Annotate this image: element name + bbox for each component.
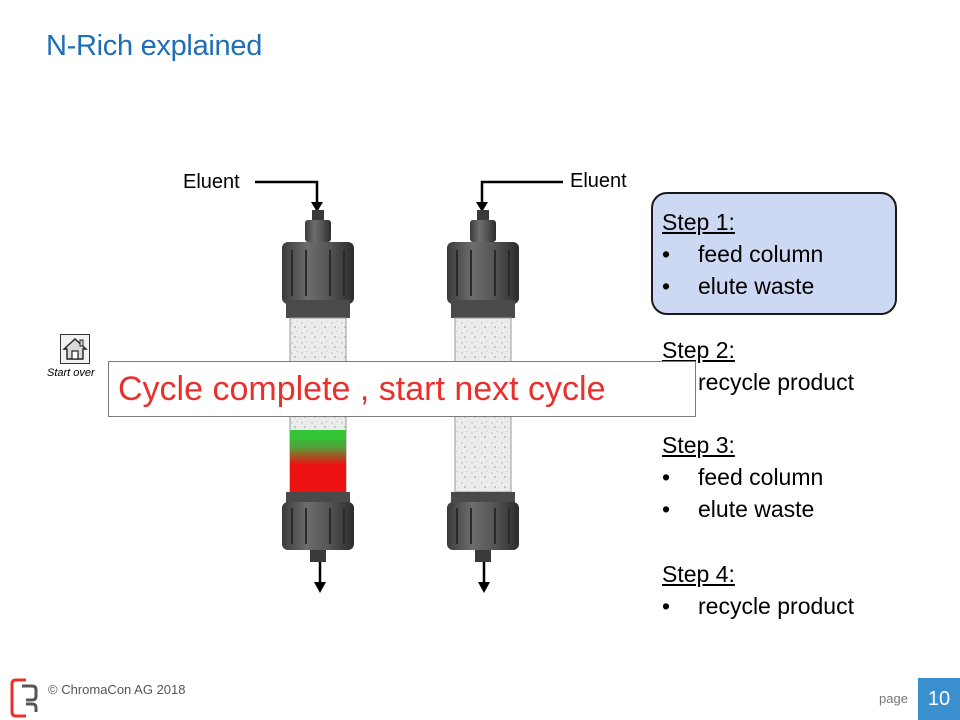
step-1: Step 1: •feed column •elute waste: [662, 206, 823, 302]
step-4: Step 4: •recycle product: [662, 558, 854, 622]
eluent-label-right: Eluent: [570, 170, 627, 192]
page-title: N-Rich explained: [46, 30, 263, 62]
step-2-text: recycle product: [698, 369, 854, 395]
eluent-label-left: Eluent: [183, 171, 240, 193]
eluent-arrow-left: [255, 180, 323, 212]
step-1-bullet-1: •feed column: [662, 241, 824, 267]
step-2-title: Step 2:: [662, 337, 735, 363]
page-number-badge: 10: [918, 678, 960, 720]
step-3: Step 3: •feed column •elute waste: [662, 429, 823, 525]
step-1-title: Step 1:: [662, 209, 735, 235]
home-icon: [60, 334, 90, 364]
step-3-bullet-2: •elute waste: [662, 496, 815, 522]
step-3-title: Step 3:: [662, 432, 735, 458]
step-3-bullet-1: •feed column: [662, 464, 824, 490]
start-over-label[interactable]: Start over: [47, 367, 95, 379]
step-1-highlight: [651, 192, 897, 315]
eluent-arrow-right: [476, 180, 563, 212]
step-4-title: Step 4:: [662, 561, 735, 587]
page-label: page: [879, 691, 908, 706]
step-2: Step 2: recycle product: [662, 334, 854, 398]
step-4-bullet-1: •recycle product: [662, 593, 854, 619]
step-1-bullet-2: •elute waste: [662, 273, 815, 299]
cycle-complete-banner[interactable]: Cycle complete , start next cycle: [108, 361, 696, 417]
column-left: [282, 210, 354, 593]
chromacon-logo: [10, 678, 38, 718]
copyright-text: © ChromaCon AG 2018: [48, 682, 186, 697]
home-button[interactable]: [60, 334, 90, 364]
